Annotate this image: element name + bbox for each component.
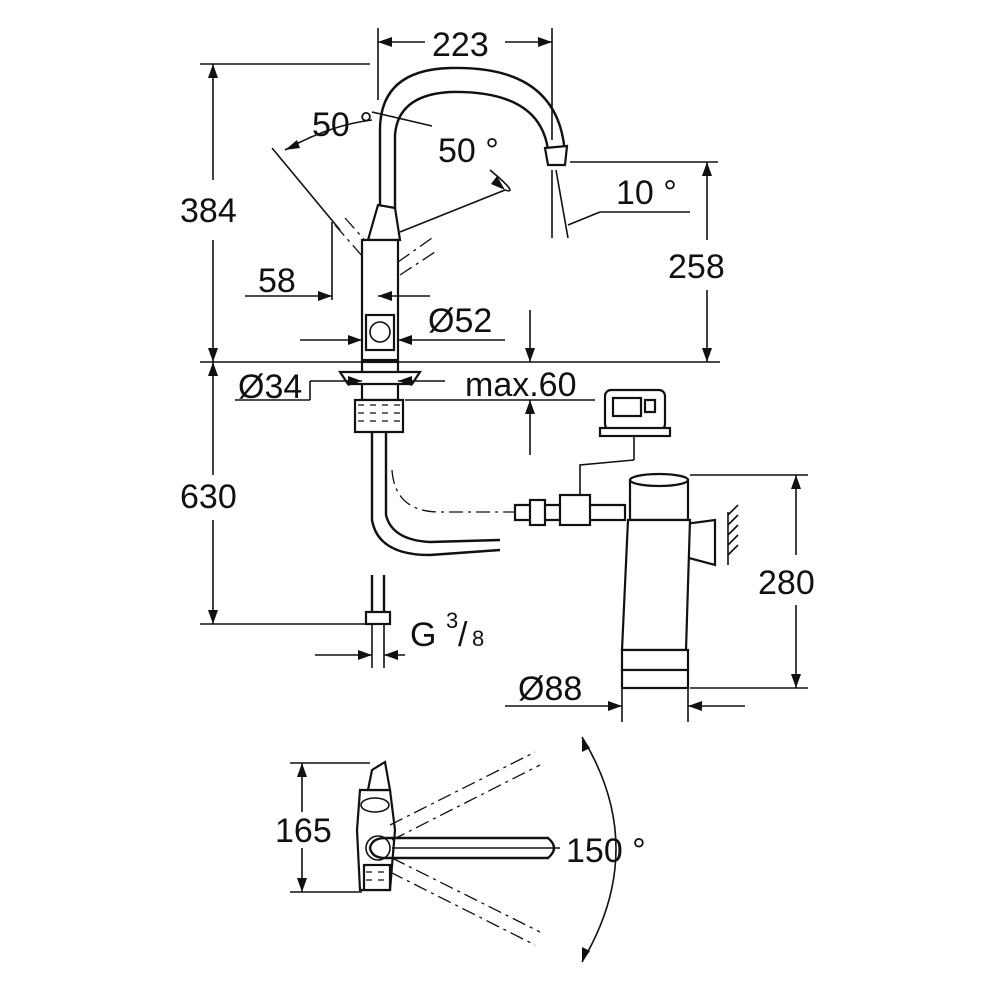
label-280: 280 [758, 564, 815, 602]
label-223: 223 [432, 26, 489, 64]
label-58: 58 [258, 262, 296, 300]
label-630: 630 [180, 478, 237, 516]
dimension-labels: 223 50 ° 50 ° 10 ° 384 258 58 Ø52 Ø34 ma… [180, 26, 815, 870]
filter-system [513, 388, 739, 690]
faucet-top-view [355, 736, 617, 963]
label-angle-left: 50 ° [312, 106, 373, 144]
label-angle-spout: 10 ° [616, 174, 677, 212]
label-angle-right: 50 ° [438, 132, 499, 170]
label-thread-g: G [410, 616, 436, 654]
faucet-side-view [200, 66, 720, 668]
label-dia-34: Ø34 [238, 368, 302, 406]
label-dia-52: Ø52 [428, 302, 492, 340]
label-150: 150 ° [566, 832, 646, 870]
label-thread-den: 8 [472, 626, 484, 651]
label-258: 258 [668, 248, 725, 286]
label-165: 165 [275, 812, 332, 850]
thread-slash: / [458, 616, 468, 654]
label-thread-num: 3 [446, 608, 458, 633]
label-max-60: max.60 [465, 366, 577, 404]
dimension-lines [200, 28, 808, 962]
label-dia-88: Ø88 [518, 670, 582, 708]
label-384: 384 [180, 192, 237, 230]
